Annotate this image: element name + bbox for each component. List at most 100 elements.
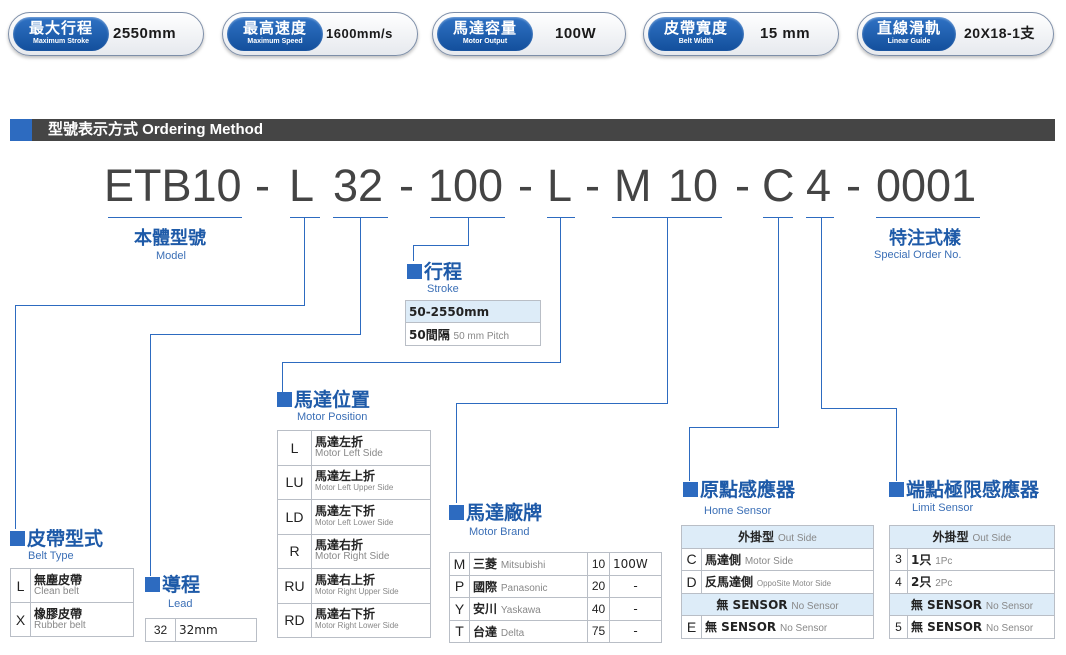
brand-zh: 台達: [473, 624, 498, 639]
spec-label: 馬達容量 Motor Output: [437, 17, 533, 51]
connector-limit: [821, 217, 822, 409]
square-bullet-icon: [10, 531, 25, 546]
motor-brand-title: 馬達廠牌: [449, 502, 542, 524]
lead-title-text: 導程: [162, 574, 201, 596]
motor-pos-code: RU: [277, 568, 312, 604]
limit-sensor-title-text: 端點極限感應器: [906, 479, 1040, 501]
spec-label-zh: 皮帶寬度: [663, 19, 728, 37]
motor-brand-title-text: 馬達廠牌: [466, 502, 543, 524]
table-row: 5 無 SENSOR No Sensor: [889, 615, 1055, 639]
stroke-pitch-en: 50 mm Pitch: [453, 330, 510, 342]
motor-pos-en: Motor Right Upper Side: [315, 586, 399, 596]
connector-home: [689, 427, 779, 428]
table-row: T 台達 Delta 75 -: [449, 619, 662, 643]
belt-type-title: 皮帶型式: [10, 528, 103, 550]
table-row: 32 32mm: [145, 618, 257, 642]
motor-pos-zh: 馬達右上折: [315, 572, 376, 587]
code-lead: 32: [333, 160, 384, 211]
motor-pos-code: RD: [277, 602, 312, 638]
limit-zh: 2只: [911, 575, 932, 590]
spec-label-zh: 最高速度: [242, 19, 307, 37]
spec-label-en: Maximum Stroke: [32, 38, 90, 45]
special-title: 特注式樣: [889, 228, 961, 249]
home-zh: 無 SENSOR: [705, 620, 777, 635]
connector-lead: [150, 334, 151, 576]
brand-num: 10: [587, 552, 610, 576]
brand-code: T: [449, 619, 470, 643]
square-bullet-icon: [407, 264, 422, 279]
limit-en: No Sensor: [985, 623, 1034, 635]
brand-num: 40: [587, 597, 610, 621]
limit-header-zh: 外掛型: [932, 530, 969, 545]
code-dash: -: [735, 160, 750, 211]
home-code: C: [681, 547, 702, 571]
home-sensor-title: 原點感應器: [683, 479, 795, 501]
code-motor-pos: L: [547, 160, 573, 211]
code-dash: -: [846, 160, 861, 211]
motor-pos-code: LD: [277, 499, 312, 535]
spec-label-en: Maximum Speed: [247, 38, 303, 45]
code-underline: [806, 217, 834, 218]
table-row: 無 SENSOR No Sensor: [889, 592, 1055, 616]
connector-motor-pos: [282, 362, 561, 363]
code-home: C: [762, 160, 795, 211]
spec-value: 20X18-1支: [964, 25, 1035, 41]
brand-code: M: [449, 552, 470, 576]
code-dash: -: [585, 160, 600, 211]
table-row: 外掛型 Out Side: [681, 525, 874, 549]
motor-pos-en: Motor Right Side: [315, 551, 390, 563]
belt-type-subtitle: Belt Type: [28, 550, 74, 562]
home-header-zh: 外掛型: [738, 530, 775, 545]
limit-zh: 無 SENSOR: [911, 620, 983, 635]
table-row: 無 SENSOR No Sensor: [681, 592, 874, 616]
brand-en: Mitsubishi: [500, 560, 546, 572]
home-code: E: [681, 615, 702, 639]
connector-stroke: [413, 245, 469, 246]
square-bullet-icon: [277, 392, 292, 407]
code-dash: -: [399, 160, 414, 211]
brand-en: Panasonic: [500, 582, 548, 594]
spec-label: 最高速度 Maximum Speed: [227, 17, 323, 51]
brand-num: 75: [587, 619, 610, 643]
home-none-en: No Sensor: [791, 600, 839, 612]
limit-none-zh: 無 SENSOR: [910, 597, 983, 612]
table-row: 3 1只 1Pc: [889, 547, 1055, 571]
connector-motor-pos: [560, 217, 561, 362]
connector-lead: [150, 334, 361, 335]
stroke-title: 行程: [407, 261, 462, 283]
section-marker: [10, 119, 32, 141]
connector-brand: [667, 217, 668, 403]
home-zh: 馬達側: [705, 552, 742, 567]
stroke-range-text: 50-2550mm: [409, 304, 490, 319]
home-sensor-title-text: 原點感應器: [700, 479, 796, 501]
section-title: 型號表示方式 Ordering Method: [48, 121, 263, 138]
code-underline: [547, 217, 575, 218]
table-row: 外掛型 Out Side: [889, 525, 1055, 549]
motor-pos-en: Motor Left Upper Side: [315, 483, 394, 493]
brand-code: P: [449, 574, 470, 598]
table-row: P 國際 Panasonic 20 -: [449, 574, 662, 598]
code-underline: [290, 217, 320, 218]
motor-pos-en: Motor Left Lower Side: [315, 517, 394, 527]
lead-table: 32 32mm: [145, 618, 257, 642]
brand-zh: 國際: [473, 579, 498, 594]
code-underline: [430, 217, 505, 218]
motor-pos-en: Motor Left Side: [315, 447, 383, 459]
brand-en: Delta: [500, 627, 525, 639]
belt-en: Clean belt: [34, 585, 80, 597]
belt-type-title-text: 皮帶型式: [27, 528, 104, 550]
home-header-en: Out Side: [777, 533, 817, 545]
spec-linear-guide: 直線滑軌 Linear Guide 20X18-1支: [857, 12, 1054, 56]
spec-label-en: Linear Guide: [887, 38, 931, 45]
code-belt: L: [289, 160, 315, 211]
limit-sensor-table: 外掛型 Out Side 3 1只 1Pc 4 2只 2Pc 無 SENSOR …: [889, 525, 1055, 639]
motor-pos-zh: 馬達左下折: [315, 503, 376, 518]
lead-code: 32: [145, 618, 176, 642]
motor-position-title-text: 馬達位置: [294, 389, 371, 411]
code-dash: -: [255, 160, 270, 211]
brand-power: -: [609, 597, 662, 621]
square-bullet-icon: [889, 482, 904, 497]
